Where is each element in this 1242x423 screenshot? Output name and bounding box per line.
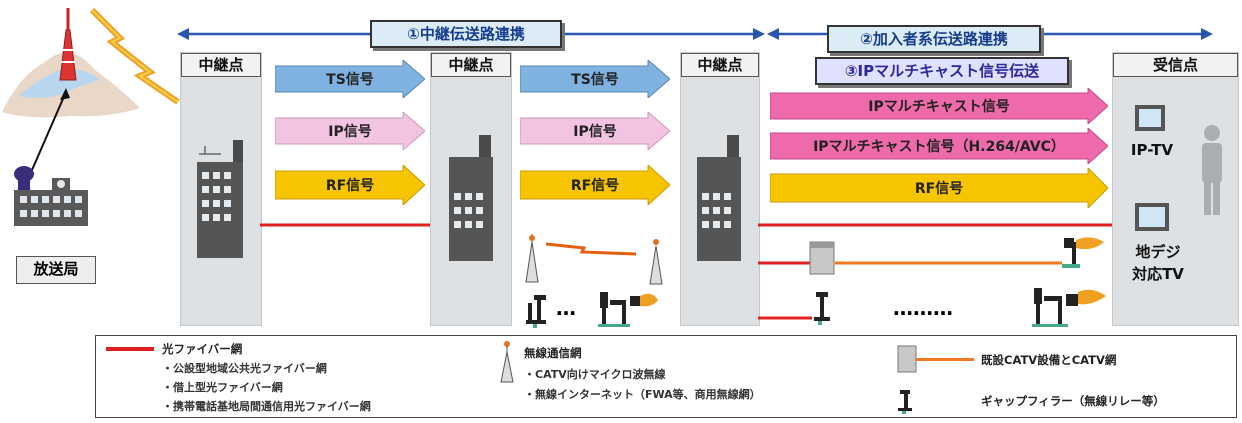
legend: 光ファイバー網 ・公設型地域公共光ファイバー網 ・借上型光ファイバー網 ・携帯電… xyxy=(95,335,1237,418)
person-icon xyxy=(1202,125,1222,215)
tv-icon xyxy=(1135,203,1169,231)
signal-arrow-rf-3: RF信号 xyxy=(770,168,1108,208)
legend-wireless-item: ・CATV向けマイクロ波無線 xyxy=(524,368,666,381)
signal-label: IPマルチキャスト信号 xyxy=(868,99,1010,115)
legend-wireless-item: ・無線インターネット（FWA等、商用無線網） xyxy=(524,388,761,401)
signal-label: TS信号 xyxy=(326,72,374,88)
building-icon xyxy=(697,135,741,261)
legend-fiber-item: ・借上型光ファイバー網 xyxy=(162,381,283,394)
broadcast-tower-icon xyxy=(2,7,180,226)
legend-catv: 既設CATV設備とCATV網 xyxy=(981,353,1117,367)
signal-label: RF信号 xyxy=(914,181,964,197)
catv-equipment-icon xyxy=(897,345,974,373)
microwave-link-icon xyxy=(525,234,663,285)
relay-node-1: 中継点 xyxy=(180,52,262,326)
signal-label: RF信号 xyxy=(570,178,620,194)
gap-filler-icon xyxy=(898,390,912,414)
network-lines xyxy=(260,223,1112,320)
legend-fiber-title: 光ファイバー網 xyxy=(162,342,243,356)
iptv-label: IP-TV xyxy=(1130,141,1174,159)
dots-long: ……… xyxy=(893,296,953,320)
signal-label: IP信号 xyxy=(573,124,617,140)
banner-ip-multicast: ③IPマルチキャスト信号伝送 xyxy=(815,57,1069,85)
legend-gapfiller: ギャップフィラー（無線リレー等） xyxy=(981,394,1165,408)
gap-filler-icon xyxy=(526,295,546,328)
relay-node-3: 中継点 xyxy=(680,52,760,326)
signal-arrow-ts-2: TS信号 xyxy=(520,60,670,98)
relay-node-2-label: 中継点 xyxy=(431,53,511,77)
signal-label: IPマルチキャスト信号（H.264/AVC） xyxy=(813,139,1065,155)
catv-equipment-icon xyxy=(809,241,835,275)
building-icon xyxy=(449,135,493,261)
fiber-line-swatch xyxy=(106,347,154,351)
banner-relay-link: ①中継伝送路連携 xyxy=(370,20,562,48)
signal-arrow-rf-1: RF信号 xyxy=(275,165,425,205)
signal-label: IP信号 xyxy=(328,124,372,140)
gap-filler-icon xyxy=(1062,237,1104,268)
wireless-tower-icon xyxy=(500,341,514,383)
relay-node-3-label: 中継点 xyxy=(681,53,759,77)
relay-node-2: 中継点 xyxy=(430,52,512,326)
relay-node-1-label: 中継点 xyxy=(181,53,261,77)
broadcast-scene xyxy=(0,0,180,250)
gap-filler-icon xyxy=(598,292,658,327)
receiver-node: 受信点 IP-TV 地デジ 対応TV xyxy=(1112,52,1239,326)
building-icon xyxy=(197,140,243,258)
dtv-label-line1: 地デジ xyxy=(1135,243,1181,261)
signal-arrow-rf-2: RF信号 xyxy=(520,165,670,205)
legend-wireless-title: 無線通信網 xyxy=(524,346,582,360)
dots-short: … xyxy=(556,296,576,320)
legend-fiber-item: ・携帯電話基地局間通信用光ファイバー網 xyxy=(162,400,371,413)
gap-filler-icon xyxy=(1032,288,1106,327)
signal-arrow-ip-1: IP信号 xyxy=(275,112,425,150)
signal-arrow-ts-1: TS信号 xyxy=(275,60,425,98)
signal-label: TS信号 xyxy=(571,72,619,88)
gap-filler-icon xyxy=(814,292,830,325)
tv-icon xyxy=(1135,105,1165,131)
banner-subscriber-link: ②加入者系伝送路連携 xyxy=(827,25,1041,53)
legend-fiber-item: ・公設型地域公共光ファイバー網 xyxy=(162,362,327,375)
signal-arrow-ipmc: IPマルチキャスト信号 xyxy=(770,88,1108,124)
signal-arrow-ipmc-h264: IPマルチキャスト信号（H.264/AVC） xyxy=(770,128,1108,164)
signal-arrow-ip-2: IP信号 xyxy=(520,112,670,150)
dtv-label-line2: 対応TV xyxy=(1132,265,1184,283)
receiver-node-label: 受信点 xyxy=(1113,53,1238,77)
broadcaster-label: 放送局 xyxy=(16,256,96,284)
signal-label: RF信号 xyxy=(325,178,375,194)
